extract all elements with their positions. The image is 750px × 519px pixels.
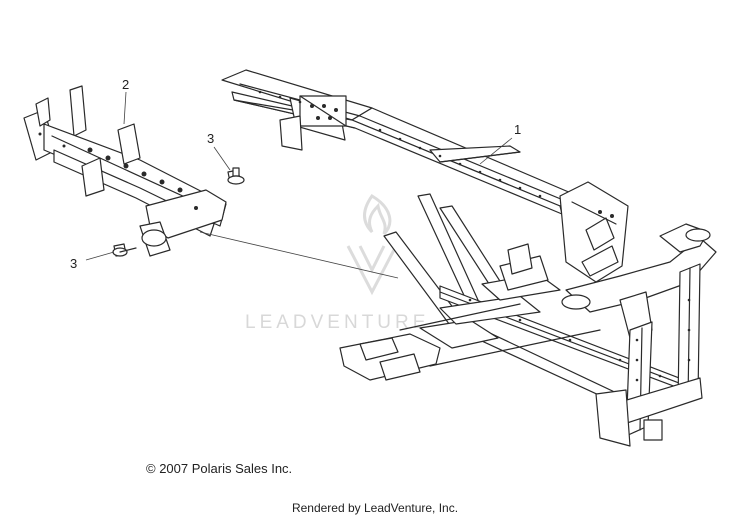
crossmember-holes bbox=[38, 132, 198, 210]
callout-bolt-upper: 3 bbox=[207, 131, 214, 146]
copyright-text: © 2007 Polaris Sales Inc. bbox=[146, 461, 293, 476]
watermark: LEADVENTURE bbox=[245, 194, 429, 333]
frame-mounting-holes bbox=[258, 90, 691, 382]
rendered-by-text: Rendered by LeadVenture, Inc. bbox=[291, 501, 459, 515]
leader-lines bbox=[85, 91, 513, 279]
callout-bolt-lower: 3 bbox=[70, 256, 77, 271]
callout-frame: 1 bbox=[514, 122, 521, 137]
main-frame bbox=[221, 69, 717, 447]
bolt-lower bbox=[112, 243, 137, 257]
watermark-text: LEADVENTURE bbox=[245, 312, 429, 333]
callout-crossmember: 2 bbox=[122, 77, 129, 92]
bolt-upper bbox=[227, 167, 245, 185]
leadventure-logo-icon bbox=[346, 194, 398, 296]
